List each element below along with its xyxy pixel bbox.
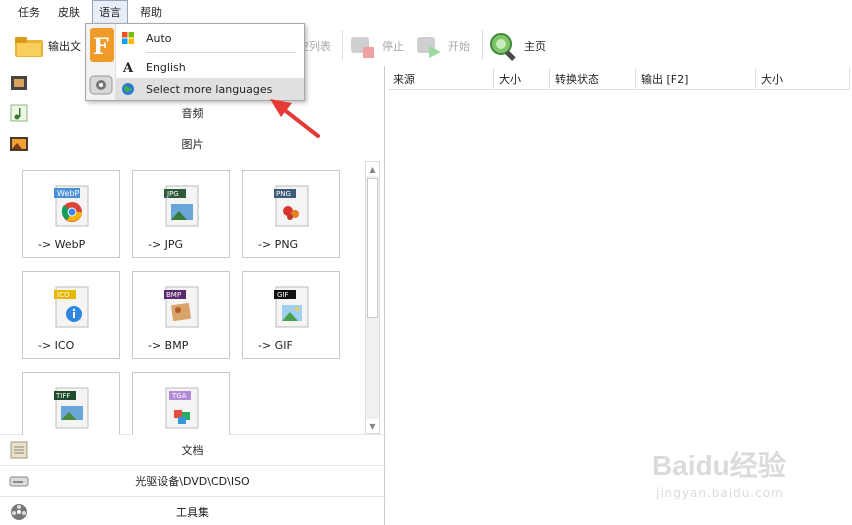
tga-file-icon: TGA	[165, 387, 199, 429]
format-label: -> JPG	[148, 238, 184, 251]
format-tile-ico[interactable]: ICO -> ICO	[22, 271, 120, 359]
category-audio[interactable]: 音频	[0, 98, 385, 128]
svg-text:TGA: TGA	[171, 392, 187, 400]
format-tile-jpg[interactable]: JPG -> JPG	[132, 170, 230, 258]
format-tile-tga[interactable]: TGA	[132, 372, 230, 435]
column-header-status[interactable]: 转换状态	[550, 68, 636, 90]
column-header-output[interactable]: 输出 [F2]	[636, 68, 756, 90]
clear-list-button[interactable]: 空列表	[298, 32, 331, 60]
format-grid: WebP -> WebP JPG -> JPG PNG -> PNG	[22, 170, 362, 435]
category-tools-label: 工具集	[176, 505, 209, 519]
format-tile-gif[interactable]: GIF -> GIF	[242, 271, 340, 359]
start-button[interactable]: 开始	[414, 32, 470, 60]
language-option-auto[interactable]: Auto	[116, 27, 304, 49]
stop-label: 停止	[382, 40, 404, 53]
watermark-brand: Baidu经验	[652, 450, 786, 481]
output-folder-button[interactable]: 输出文	[14, 32, 81, 60]
scroll-thumb[interactable]	[367, 178, 378, 318]
format-tile-tiff[interactable]: TIFF	[22, 372, 120, 435]
format-label: -> WebP	[38, 238, 86, 251]
svg-text:F: F	[93, 34, 109, 60]
svg-text:WebP: WebP	[57, 189, 79, 198]
category-video[interactable]	[0, 68, 385, 98]
globe-icon	[122, 83, 134, 95]
letter-a-icon: A	[122, 61, 134, 74]
output-folder-label: 输出文	[48, 40, 81, 53]
baidu-watermark: Baidu经验 jingyan.baidu.com	[646, 444, 816, 510]
ico-file-icon: ICO	[54, 286, 89, 328]
category-document[interactable]: 文档	[0, 434, 385, 464]
svg-text:TIFF: TIFF	[55, 392, 70, 400]
picture-icon	[10, 137, 28, 151]
column-header-size[interactable]: 大小	[494, 68, 550, 90]
format-factory-logo-icon: F	[90, 28, 114, 62]
language-option-auto-label: Auto	[146, 31, 172, 45]
svg-text:ICO: ICO	[57, 291, 70, 299]
gif-file-icon: GIF	[274, 286, 309, 328]
svg-text:GIF: GIF	[277, 291, 289, 299]
column-header-output-size[interactable]: 大小	[756, 68, 850, 90]
disc-drive-icon	[9, 476, 29, 486]
tiff-file-icon: TIFF	[54, 387, 89, 429]
document-icon	[10, 441, 28, 458]
scroll-down-icon[interactable]: ▼	[366, 419, 379, 433]
category-tools[interactable]: 工具集	[0, 496, 385, 525]
stop-icon	[351, 37, 374, 58]
toolbar-divider	[482, 30, 483, 60]
home-label: 主页	[524, 40, 546, 53]
menu-language[interactable]: 语言	[92, 0, 128, 24]
clear-list-label: 空列表	[298, 40, 331, 53]
file-list-header: 来源 大小 转换状态 输出 [F2] 大小	[388, 68, 850, 90]
language-option-more[interactable]: Select more languages	[116, 78, 304, 100]
file-list-panel: 来源 大小 转换状态 输出 [F2] 大小	[386, 66, 852, 525]
watermark-url: jingyan.baidu.com	[656, 486, 784, 500]
svg-text:BMP: BMP	[166, 291, 181, 299]
svg-text:JPG: JPG	[166, 190, 179, 198]
menu-separator	[146, 52, 296, 53]
stop-button[interactable]: 停止	[348, 32, 404, 60]
film-reel-icon	[11, 503, 27, 520]
svg-text:A: A	[122, 61, 134, 74]
film-icon	[11, 76, 27, 90]
bmp-file-icon: BMP	[164, 286, 199, 328]
format-label: -> ICO	[38, 339, 75, 352]
settings-app-icon	[89, 75, 113, 95]
toolbar-divider	[342, 30, 343, 60]
category-picture[interactable]: 图片	[0, 129, 385, 159]
language-option-english[interactable]: A English	[116, 56, 304, 78]
language-option-english-label: English	[146, 60, 186, 74]
language-option-more-label: Select more languages	[146, 82, 273, 96]
folder-icon	[15, 37, 43, 57]
music-note-icon	[10, 104, 28, 122]
png-file-icon: PNG	[274, 185, 309, 227]
format-scrollbar[interactable]: ▲ ▼	[365, 161, 380, 434]
format-label: -> BMP	[148, 339, 189, 352]
category-optical[interactable]: 光驱设备\DVD\CD\ISO	[0, 465, 385, 495]
format-label: -> PNG	[258, 238, 299, 251]
magnifier-globe-icon	[490, 33, 516, 61]
home-button[interactable]: 主页	[488, 32, 546, 61]
scroll-up-icon[interactable]: ▲	[366, 162, 379, 176]
category-optical-label: 光驱设备\DVD\CD\ISO	[135, 474, 250, 488]
menu-task[interactable]: 任务	[18, 6, 40, 19]
jpg-file-icon: JPG	[164, 185, 199, 227]
category-audio-label: 音频	[181, 107, 204, 120]
category-document-label: 文档	[181, 443, 204, 457]
format-tile-png[interactable]: PNG -> PNG	[242, 170, 340, 258]
menu-bar: 任务 皮肤 语言 帮助	[0, 0, 852, 24]
start-icon	[417, 37, 441, 58]
menu-skin[interactable]: 皮肤	[58, 6, 80, 19]
format-tile-webp[interactable]: WebP -> WebP	[22, 170, 120, 258]
language-dropdown-menu: F Auto A English Select more languages	[85, 23, 305, 101]
webp-file-icon: WebP	[54, 185, 89, 227]
format-label: -> GIF	[258, 339, 293, 352]
category-picture-label: 图片	[181, 138, 204, 151]
menu-icon-strip: F	[86, 24, 116, 100]
windows-flag-icon	[122, 32, 134, 44]
column-header-source[interactable]: 来源	[388, 68, 494, 90]
svg-text:PNG: PNG	[276, 190, 291, 198]
menu-help[interactable]: 帮助	[140, 6, 162, 19]
format-tile-bmp[interactable]: BMP -> BMP	[132, 271, 230, 359]
start-label: 开始	[448, 40, 470, 53]
